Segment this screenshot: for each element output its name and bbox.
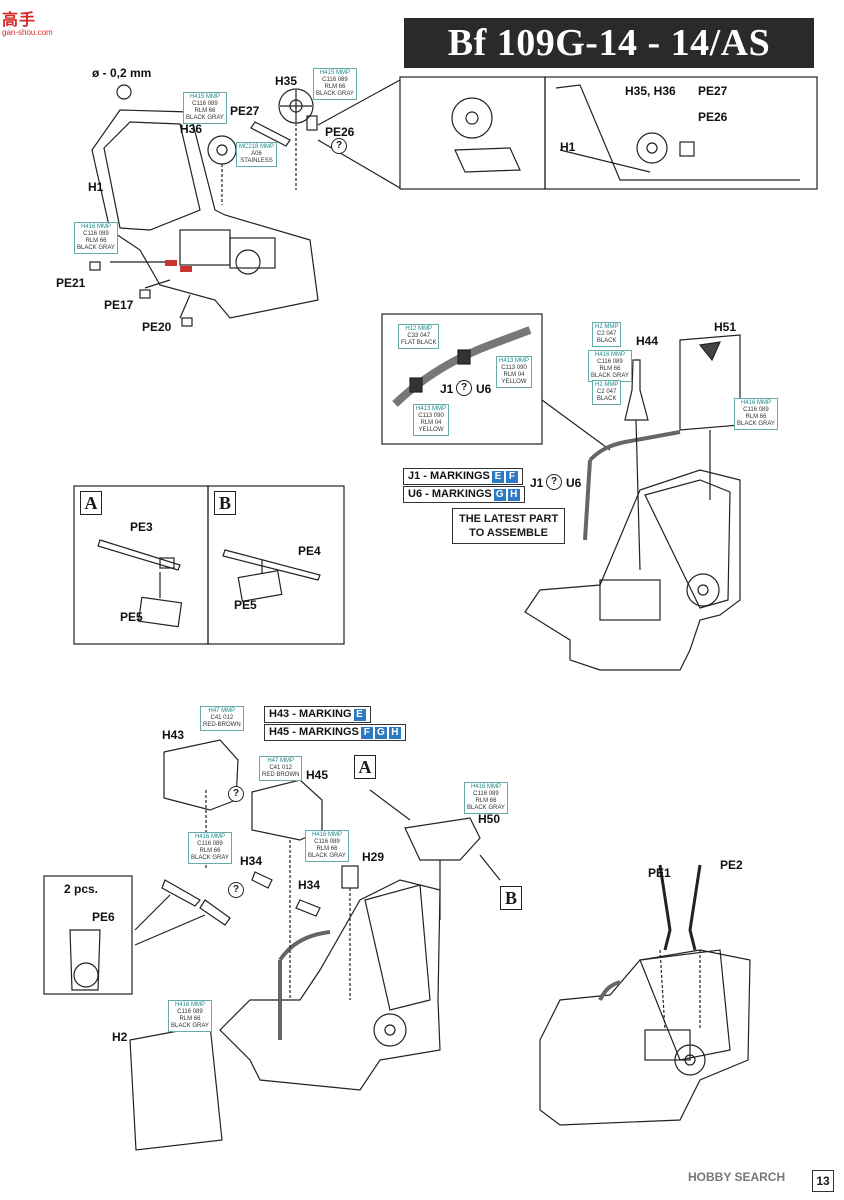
part-label-h34-a: H34 — [240, 854, 263, 868]
part-label-pe1: PE1 — [648, 866, 671, 880]
question-icon: ? — [456, 380, 472, 396]
part-label-h1: H1 — [88, 180, 104, 194]
part-label-pe5-b: PE5 — [234, 598, 257, 612]
part-label-pe17: PE17 — [104, 298, 134, 312]
part-label-pe20: PE20 — [142, 320, 172, 334]
part-label-h43: H43 — [162, 728, 185, 742]
part-label-j1-assembly: J1 — [530, 476, 544, 490]
part-label-j1: J1 — [440, 382, 454, 396]
part-label-h29: H29 — [362, 850, 385, 864]
part-label-h1-detail: H1 — [560, 140, 576, 154]
part-label-pe6: PE6 — [92, 910, 115, 924]
part-label-h36: H36 — [180, 122, 203, 136]
page-title: Bf 109G-14 - 14/AS — [404, 18, 814, 68]
seat-h50 — [404, 817, 481, 861]
part-label-pe2: PE2 — [720, 858, 743, 872]
drill-note: ø - 0,2 mm — [92, 66, 152, 80]
cockpit-tub-h1 — [91, 109, 319, 319]
question-icon: ? — [228, 882, 244, 898]
watermark-top: 高手 — [2, 12, 37, 29]
part-label-pe26: PE26 — [325, 125, 355, 139]
part-label-h51: H51 — [714, 320, 737, 334]
quantity-note: 2 pcs. — [64, 882, 99, 896]
part-label-h44: H44 — [636, 334, 659, 348]
part-label-pe5-a: PE5 — [120, 610, 143, 624]
watermark-bottom: gan-shou.com — [2, 28, 53, 37]
page-number: 13 — [812, 1170, 834, 1192]
option-a-badge-lower: A — [354, 755, 376, 779]
part-label-pe3: PE3 — [130, 520, 153, 534]
part-label-pe27: PE27 — [230, 104, 260, 118]
part-label-pe21: PE21 — [56, 276, 86, 290]
part-label-h50: H50 — [478, 812, 501, 826]
question-icon: ? — [546, 474, 562, 490]
part-label-h45: H45 — [306, 768, 329, 782]
option-a-badge: A — [80, 491, 102, 515]
question-icon: ? — [228, 786, 244, 802]
option-b-badge-lower: B — [500, 886, 522, 910]
part-label-h35: H35 — [275, 74, 298, 88]
part-label-pe4: PE4 — [298, 544, 321, 558]
part-label-pe26-detail: PE26 — [698, 110, 728, 124]
part-label-h34-b: H34 — [298, 878, 321, 892]
armour-h43 — [163, 739, 239, 811]
footer-brand: HOBBY SEARCH — [688, 1170, 786, 1184]
arrow-icon: ? — [331, 138, 347, 154]
part-label-h2: H2 — [112, 1030, 128, 1044]
part-label-pe27-detail: PE27 — [698, 84, 728, 98]
part-label-u6-assembly: U6 — [566, 476, 582, 490]
watermark-logo: 高手 gan-shou.com — [2, 6, 76, 37]
part-label-u6: U6 — [476, 382, 492, 396]
wheel-h36 — [207, 135, 237, 165]
option-b-badge: B — [214, 491, 236, 515]
part-label-h35-h36: H35, H36 — [625, 84, 676, 98]
